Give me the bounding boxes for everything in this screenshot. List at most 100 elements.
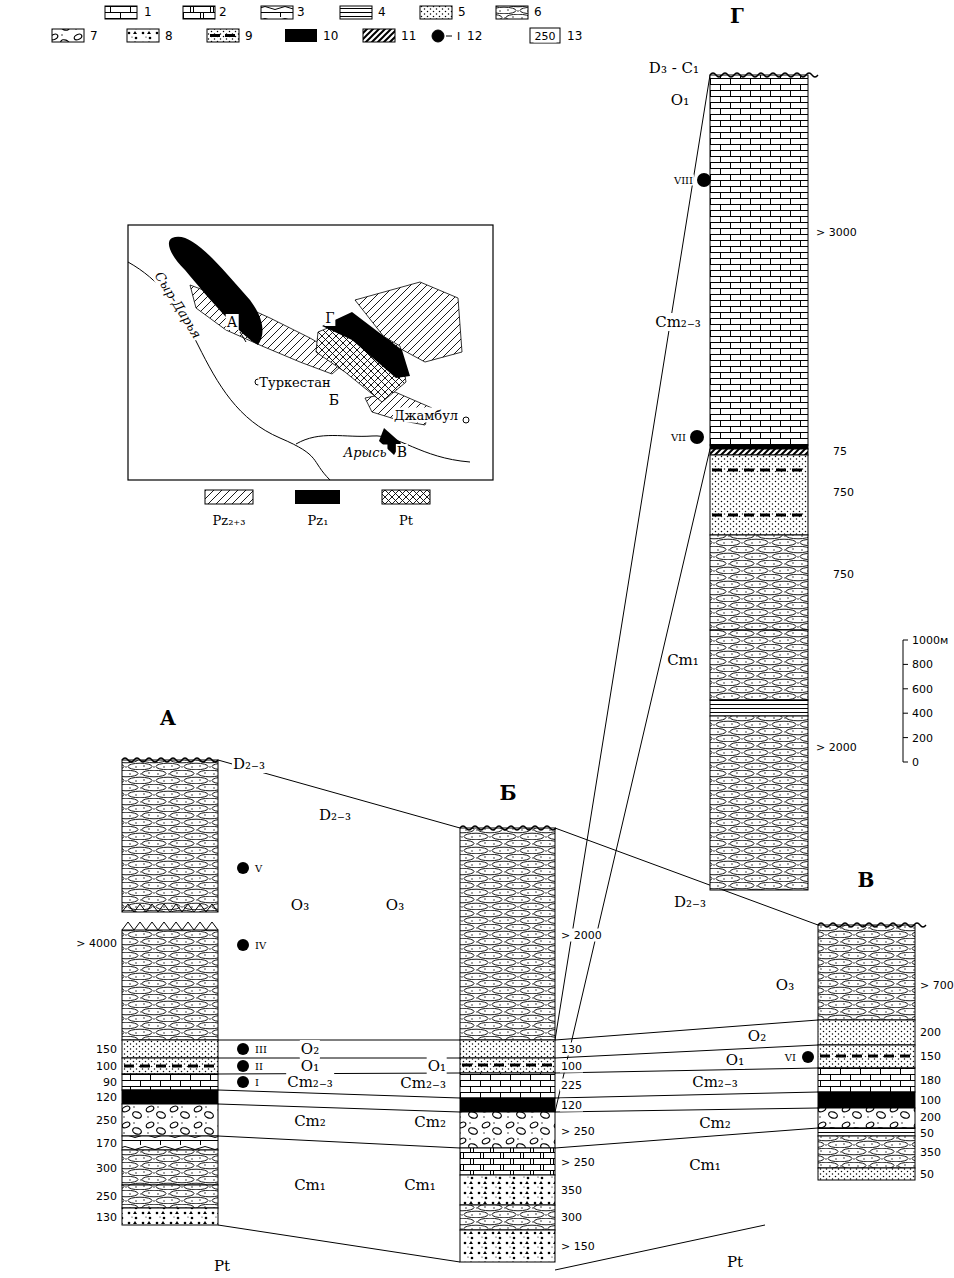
rock-layer: [460, 1175, 555, 1205]
thickness-value: 170: [95, 1137, 118, 1150]
unconformity: [122, 758, 218, 762]
thickness-value: > 250: [560, 1125, 596, 1138]
unconformity: [710, 73, 818, 77]
age-index: O₂: [300, 1040, 320, 1058]
rock-layer: [122, 1040, 218, 1058]
legend-text: 11: [400, 29, 417, 43]
column-location: В: [396, 444, 408, 460]
rock-layer: [122, 930, 218, 1040]
rock-layer: [460, 1148, 555, 1175]
column-location: Г: [324, 310, 335, 326]
thickness-value: 250: [95, 1114, 118, 1127]
rock-layer: [122, 1185, 218, 1208]
rock-layer: [710, 700, 808, 716]
thickness-value: 200: [919, 1026, 942, 1039]
legend-text: 5: [457, 5, 467, 19]
column-letter: В: [857, 868, 876, 892]
rock-layer: [122, 760, 218, 912]
rock-layer: [122, 1150, 218, 1185]
rock-layer: [460, 1073, 555, 1098]
thickness-value: 800: [911, 658, 934, 671]
unconformity: [460, 826, 556, 830]
age-index: Cm₁: [666, 651, 700, 669]
age-index: O₃: [775, 976, 795, 994]
legend-text: 6: [533, 5, 543, 19]
stratigraphic-columns: [122, 73, 926, 1262]
age-index: Cm₁: [688, 1156, 722, 1174]
thickness-value: > 4000: [75, 937, 118, 950]
river-name: Арысь: [342, 445, 387, 460]
legend-swatch: [295, 490, 340, 504]
section-break: [122, 904, 218, 912]
age-index: O₃: [385, 896, 405, 914]
thickness-value: > 150: [560, 1240, 596, 1253]
rock-layer: [710, 535, 808, 630]
sample-number: I: [254, 1077, 260, 1088]
age-index: Cm₂₋₃: [691, 1073, 739, 1091]
legend-samples: [52, 6, 560, 43]
thickness-value: > 3000: [815, 226, 858, 239]
age-index: D₂₋₃: [673, 893, 707, 911]
sample-number: II: [254, 1061, 264, 1072]
thickness-value: > 2000: [560, 929, 603, 942]
column-location: А: [226, 314, 239, 330]
thickness-value: 250: [534, 30, 557, 43]
legend-text: 7: [89, 29, 99, 43]
sample-number: IV: [254, 940, 267, 951]
legend-text: 13: [566, 29, 583, 43]
sample-number: III: [254, 1044, 268, 1055]
shale-dashes: [712, 514, 806, 517]
rock-layer: [818, 1020, 915, 1045]
thickness-value: 200: [919, 1111, 942, 1124]
thickness-value: 1000м: [911, 634, 949, 647]
rock-layer: [818, 1168, 915, 1180]
section-break: [122, 922, 218, 930]
rock-layer: [122, 1058, 218, 1074]
age-index: Cm₂: [293, 1112, 327, 1130]
age-index: Cm₂: [698, 1114, 732, 1132]
sample-number: V: [254, 863, 263, 874]
rock-layer: [818, 925, 915, 1020]
rock-layer: [460, 828, 555, 1040]
rock-layer: [710, 445, 808, 449]
column-letter: Б: [498, 781, 517, 805]
thickness-value: 180: [919, 1074, 942, 1087]
age-index: O₂: [747, 1027, 767, 1045]
rock-layer: [122, 1074, 218, 1090]
thickness-value: 225: [560, 1079, 583, 1092]
legend-text: 3: [296, 5, 306, 19]
thickness-value: 350: [919, 1146, 942, 1159]
correlation-lines: [218, 75, 818, 1270]
shale-dashes: [462, 1064, 553, 1067]
rock-layer: [818, 1128, 915, 1136]
shale-dashes: [820, 1055, 913, 1058]
age-index: Cm₂₋₃: [286, 1073, 334, 1091]
rock-layer: [460, 1230, 555, 1262]
age-index: O₁: [427, 1057, 447, 1075]
age-index: O₁: [670, 91, 690, 109]
legend-text: 4: [377, 5, 387, 19]
thickness-value: 600: [911, 683, 934, 696]
legend-text: 9: [244, 29, 254, 43]
rock-layer: [710, 630, 808, 700]
unconformity: [818, 923, 926, 927]
thickness-value: 300: [560, 1211, 583, 1224]
column-location: Б: [328, 392, 340, 408]
rock-layer: [818, 1068, 915, 1092]
thickness-value: 50: [919, 1127, 935, 1140]
thickness-value: 150: [95, 1043, 118, 1056]
legend-text: 12: [466, 29, 483, 43]
thickness-value: 130: [560, 1043, 583, 1056]
legend-text: Pz₁: [307, 513, 330, 528]
column-letter: А: [159, 706, 177, 730]
legend-text: 8: [164, 29, 174, 43]
rock-layer: [460, 1098, 555, 1112]
thickness-value: 75: [832, 445, 848, 458]
thickness-value: 120: [560, 1099, 583, 1112]
thickness-value: 200: [911, 732, 934, 745]
rock-layer: [818, 1045, 915, 1068]
thickness-value: 130: [95, 1211, 118, 1224]
rock-layer: [710, 449, 808, 455]
age-index: Cm₂₋₃: [399, 1074, 447, 1092]
